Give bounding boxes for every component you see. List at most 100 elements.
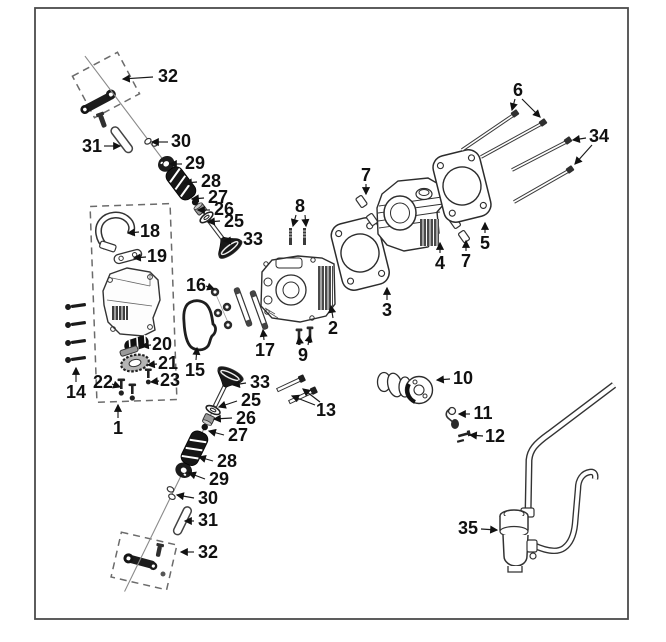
rocker-screw: [160, 571, 166, 577]
part-label-34: 34: [589, 126, 609, 146]
leader-line-15: [192, 346, 201, 361]
part-label-12: 12: [485, 426, 505, 446]
part-label-13: 13: [316, 400, 336, 420]
part-label-16: 16: [186, 275, 206, 295]
part-label-33-top: 33: [243, 229, 263, 249]
dashed-group-box-head-cover-assembly: [89, 202, 178, 404]
leader-line-33-top: [222, 236, 240, 245]
leader-line-26-bottom: [212, 414, 233, 423]
part-18-pipe: [95, 211, 136, 253]
part-label-17: 17: [255, 340, 275, 360]
part-label-11: 11: [473, 403, 492, 423]
part-label-7-bottom: 7: [461, 251, 471, 271]
part-label-30-bottom: 30: [198, 488, 218, 508]
part-6-34-studs: [460, 109, 575, 204]
leader-line-13-1: [290, 394, 316, 406]
part-7-dowel-pins-upper: [355, 194, 379, 227]
part-label-29-bottom: 29: [209, 469, 229, 489]
rocker-arm-assembly-top: [80, 89, 116, 128]
part-label-20: 20: [152, 334, 172, 354]
leader-line-28-top: [183, 178, 198, 187]
leader-line-19: [132, 253, 147, 262]
part-label-8: 8: [295, 196, 305, 216]
leader-line-34: [571, 134, 587, 143]
leader-line-25-bottom: [217, 400, 238, 409]
part-label-28-top: 28: [201, 171, 221, 191]
part-label-23: 23: [160, 370, 180, 390]
part-label-32-bottom: 32: [198, 542, 218, 562]
part-label-26-bottom: 26: [236, 408, 256, 428]
leader-line-12: [468, 431, 484, 440]
part-5-head-gasket: [432, 149, 492, 223]
leader-line-9-1: [304, 333, 313, 346]
part-14-bolts: [65, 303, 86, 363]
leader-line-6: [509, 98, 518, 112]
leader-line-8: [290, 214, 299, 228]
leader-line-20: [140, 341, 152, 350]
part-label-18: 18: [140, 221, 160, 241]
part-label-31-bottom: 31: [198, 510, 218, 530]
leader-line-27-bottom: [207, 428, 225, 437]
part-label-19: 19: [147, 246, 167, 266]
part-label-6: 6: [513, 80, 523, 100]
part-label-3: 3: [382, 300, 392, 320]
leader-line-6-1: [521, 98, 541, 118]
part-11-clip: [445, 406, 459, 429]
part-label-7-top: 7: [361, 165, 371, 185]
leader-line-30-bottom: [175, 492, 195, 501]
part-label-2: 2: [328, 318, 338, 338]
part-label-32-top: 32: [158, 66, 178, 86]
part-label-9: 9: [298, 345, 308, 365]
part-15-cover-gasket: [182, 299, 217, 352]
part-label-1: 1: [113, 418, 123, 438]
part-35-air-valve-hoses: [499, 382, 617, 573]
leader-line-35: [480, 525, 499, 534]
leader-line-9: [295, 335, 304, 346]
part-label-35: 35: [458, 518, 478, 538]
leader-line-28-bottom: [197, 455, 214, 463]
leader-line-27-top: [190, 194, 205, 203]
part-4-cylinder: [376, 177, 445, 252]
part-21-cam-piece: [120, 353, 150, 373]
part-8-studs: [288, 228, 307, 245]
leader-line-32-top: [121, 74, 154, 83]
part-label-27-top: 27: [208, 187, 228, 207]
part-10-camshaft: [376, 371, 434, 405]
part-label-30-top: 30: [171, 131, 191, 151]
part-label-15: 15: [185, 360, 205, 380]
leader-line-13: [302, 388, 321, 403]
part-17-studs: [233, 287, 269, 330]
part-16-nuts: [210, 287, 233, 330]
part-label-5: 5: [480, 233, 490, 253]
part-label-29-top: 29: [185, 153, 205, 173]
leader-line-22: [111, 380, 122, 389]
rocker-arm-assembly-bottom: [123, 542, 166, 577]
part-cylinder-head-cover: [102, 267, 161, 337]
part-23-screw: [144, 368, 152, 385]
dashed-group-box-rocker-top: [71, 51, 141, 119]
part-2-cylinder-head: [260, 255, 336, 323]
part-label-4: 4: [435, 253, 445, 273]
part-label-33-bottom: 33: [250, 372, 270, 392]
leader-line-33-bottom: [231, 379, 247, 388]
part-label-27-bottom: 27: [228, 425, 248, 445]
part-label-21: 21: [158, 353, 178, 373]
dashed-group-box-rocker-bottom: [110, 531, 178, 591]
part-label-26-top: 26: [214, 199, 234, 219]
leader-line-23: [149, 377, 160, 386]
part-label-25-bottom: 25: [241, 390, 261, 410]
part-label-14: 14: [66, 382, 86, 402]
part-label-25-top: 25: [224, 211, 244, 231]
leader-line-18: [126, 228, 140, 237]
leader-line-29-bottom: [187, 471, 206, 480]
leader-line-34-1: [574, 144, 593, 165]
leader-line-21: [146, 360, 158, 369]
leader-line-2: [328, 304, 337, 319]
part-label-31-top: 31: [82, 136, 102, 156]
part-22-screws: [117, 378, 137, 401]
leader-line-16: [205, 282, 216, 291]
leader-line-10: [435, 375, 451, 384]
